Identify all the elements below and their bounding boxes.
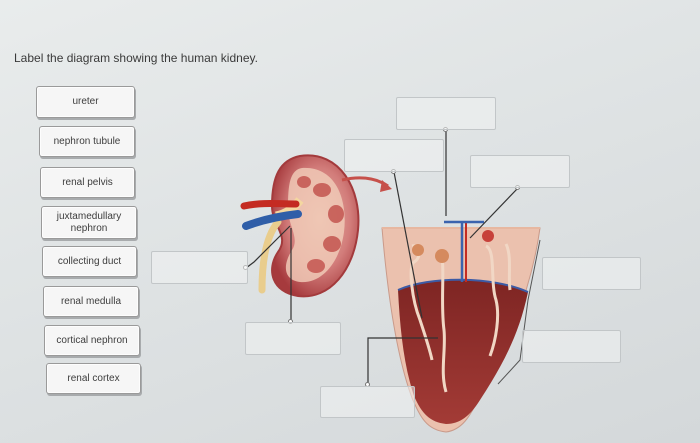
label-ureter[interactable]: ureter: [36, 86, 135, 118]
drop-kidney-left[interactable]: [151, 251, 248, 284]
label-renal-pelvis[interactable]: renal pelvis: [40, 167, 135, 198]
kidney-illustration: [240, 154, 360, 298]
label-renal-medulla[interactable]: renal medulla: [43, 286, 139, 317]
drop-upper-left[interactable]: [344, 139, 444, 172]
drop-top-center[interactable]: [396, 97, 496, 130]
drop-lower-right[interactable]: [522, 330, 621, 363]
drop-bottom[interactable]: [320, 386, 415, 418]
drop-bottom-center[interactable]: [245, 322, 341, 355]
label-renal-cortex[interactable]: renal cortex: [46, 363, 141, 394]
drop-right-side[interactable]: [542, 257, 641, 290]
label-cortical-nephron[interactable]: cortical nephron: [44, 325, 140, 356]
label-collecting-duct[interactable]: collecting duct: [42, 246, 137, 277]
zoomed-section: [381, 220, 541, 433]
drop-upper-right[interactable]: [470, 155, 570, 188]
label-juxtamedullary-nephron[interactable]: juxtamedullary nephron: [41, 206, 137, 239]
question-prompt: Label the diagram showing the human kidn…: [14, 51, 258, 65]
label-nephron-tubule[interactable]: nephron tubule: [39, 126, 135, 157]
